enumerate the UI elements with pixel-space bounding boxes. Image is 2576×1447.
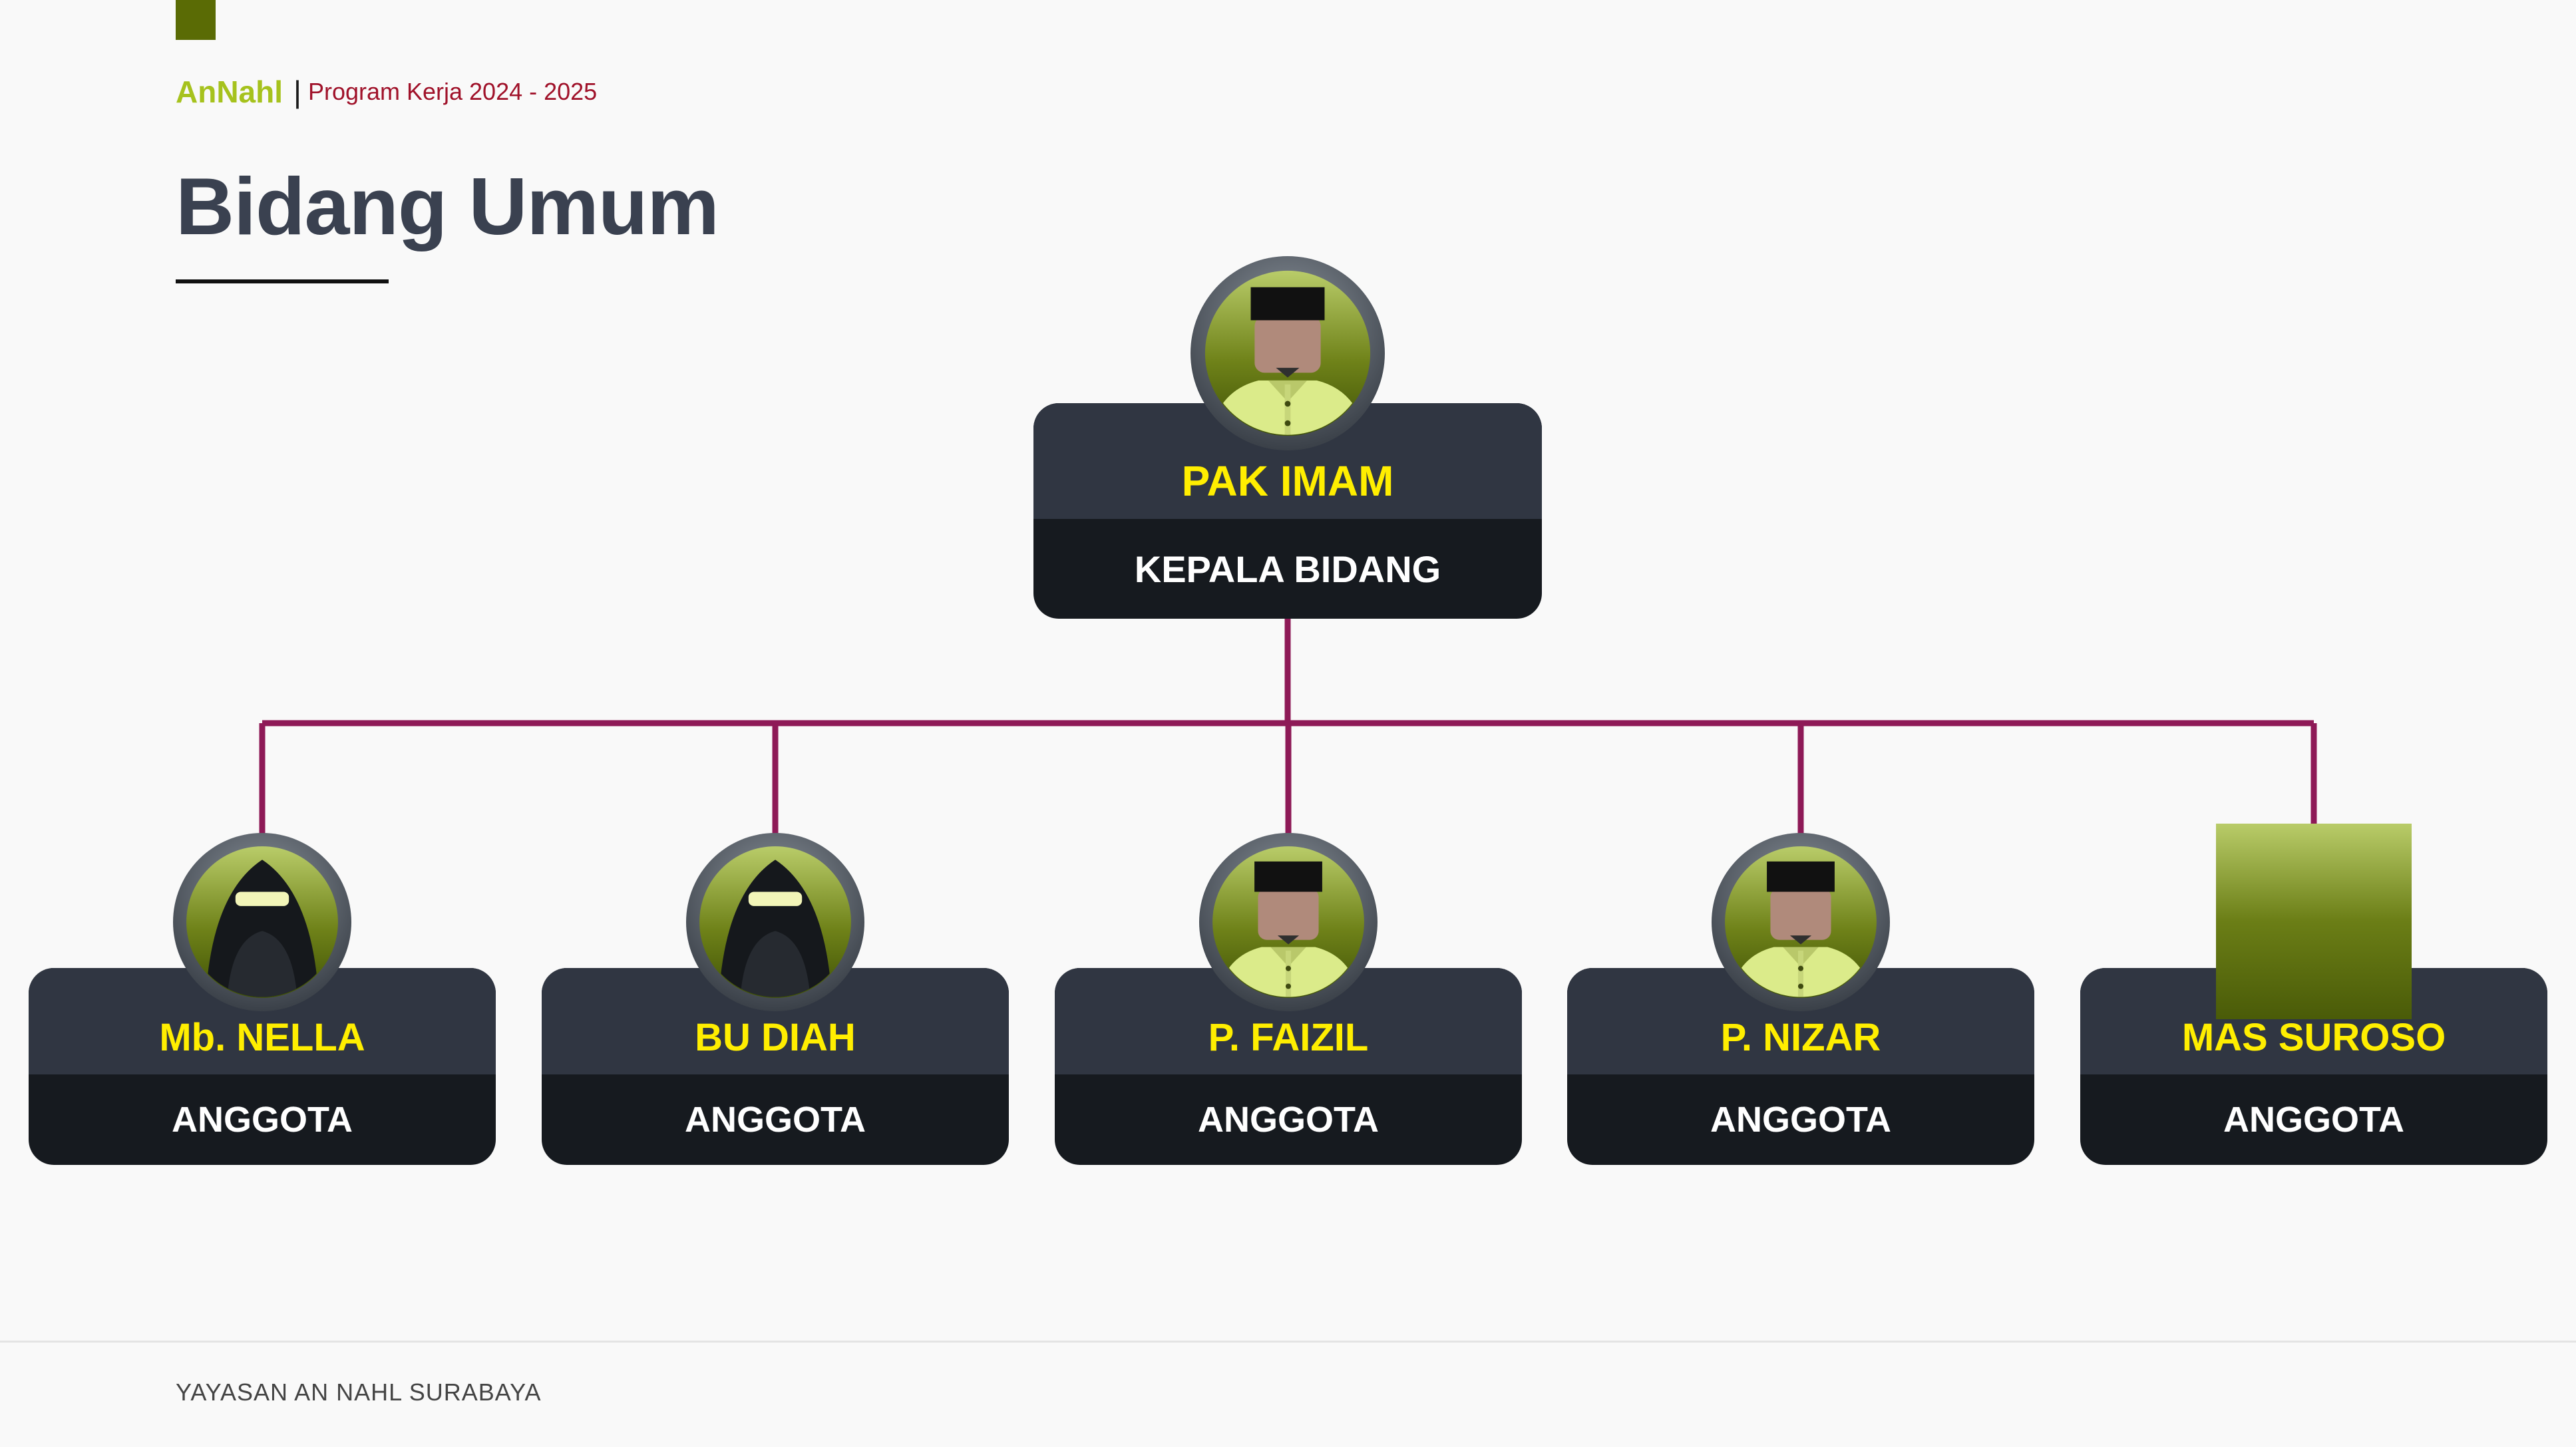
member-role: ANGGOTA [1710,1100,1891,1140]
man-kopiah-avatar-icon [1191,256,1385,450]
woman-niqab-avatar-icon [686,833,864,1011]
member-role: ANGGOTA [2223,1100,2404,1140]
member-card[interactable]: Mb. NELLA ANGGOTA [29,968,496,1165]
title-underline [176,279,389,283]
page-title: Bidang Umum [176,161,719,251]
accent-bar [176,0,216,40]
man-kopiah-avatar-icon [1199,833,1378,1011]
man-kopiah-avatar-icon [1712,833,1890,1011]
head-role: KEPALA BIDANG [1134,548,1441,590]
member-role: ANGGOTA [685,1100,866,1140]
photo-placeholder-icon [2216,824,2412,1019]
member-role: ANGGOTA [1198,1100,1379,1140]
brand-name: AnNahl [176,75,283,109]
footer-rule [0,1341,2576,1343]
program-label: Program Kerja 2024 - 2025 [307,78,598,105]
header-separator: | [293,75,301,109]
head-name: PAK IMAM [1033,403,1542,519]
footer-text: YAYASAN AN NAHL SURABAYA [176,1378,542,1406]
member-role: ANGGOTA [172,1100,353,1140]
member-name: Mb. NELLA [29,968,496,1074]
head-card[interactable]: PAK IMAM KEPALA BIDANG [1033,403,1542,619]
header: AnNahl | Program Kerja 2024 - 2025 [176,72,597,112]
woman-niqab-avatar-icon [173,833,351,1011]
